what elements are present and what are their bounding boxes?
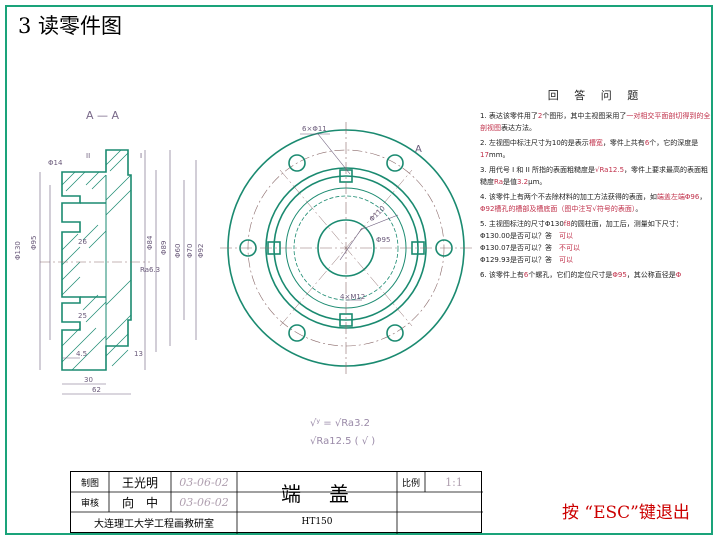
organization: 大连理工大学工程画教研室 xyxy=(94,518,214,530)
slide-frame xyxy=(5,5,713,535)
section-dim-text: Φ14 Φ130 Φ95 Φ84 Φ89 Φ60 Φ70 Φ92 26 25 4… xyxy=(14,152,205,394)
material: HT150 xyxy=(301,517,333,527)
q2-prefix: 2. 左视图中标注尺寸为10的是表示 xyxy=(480,139,589,147)
roughness-line2: √Ra12.5 ( √ ) xyxy=(310,436,375,447)
q4-answer-2: Φ92槽孔的槽部及槽底面（图中注写√符号的表面） xyxy=(480,205,636,213)
q2-suffix: mm。 xyxy=(488,151,510,159)
drawn-name: 王光明 xyxy=(121,475,158,490)
q3-answer-1: √Ra12.5 xyxy=(595,166,625,174)
dim-phi95: Φ95 xyxy=(30,236,38,250)
dim-62: 62 xyxy=(92,386,101,394)
q6-mid-2: ，其公称直径是 xyxy=(626,271,676,279)
roughness-line1: √ʸ = √Ra3.2 xyxy=(310,418,370,429)
q6-prefix: 6. 该零件上有 xyxy=(480,271,524,279)
q2-answer-3: 17 xyxy=(480,151,489,159)
dim-phi84: Φ84 xyxy=(146,235,154,250)
q3-prefix: 3. 用代号 I 和 II 所指的表面粗糙度是 xyxy=(480,166,595,174)
q3-answer-2: Ra xyxy=(494,178,503,186)
q5-prefix: 5. 主视图标注的尺寸Φ130 xyxy=(480,220,564,228)
slide-title: 3 读零件图 xyxy=(18,14,123,38)
label-I: I xyxy=(140,152,142,160)
checked-label: 审核 xyxy=(80,498,99,509)
roughness-ra63: Ra6.3 xyxy=(140,266,160,274)
q1-answer-2: 一对相交平面剖切得到的全剖视图 xyxy=(480,112,711,132)
question-3: 3. 用代号 I 和 II 所指的表面粗糙度是√Ra12.5，零件上要求最高的表… xyxy=(480,164,712,188)
scale-value: 1:1 xyxy=(445,475,463,489)
q6-mid: 个螺孔，它们的定位尺寸是 xyxy=(528,271,613,279)
dim-phi60: Φ60 xyxy=(174,244,182,258)
q5-row-1: Φ130.00是否可以？答 xyxy=(480,232,553,240)
dim-phi70: Φ70 xyxy=(186,244,194,258)
dim-26: 26 xyxy=(78,238,87,246)
dim-13: 13 xyxy=(134,350,143,358)
scale-label: 比例 xyxy=(401,478,420,489)
q2-answer-1: 槽宽 xyxy=(588,139,603,147)
label-a: A xyxy=(415,144,422,155)
checked-name: 向 中 xyxy=(121,495,158,510)
q2-answer-2: 6 xyxy=(644,139,650,147)
q4-suffix: 。 xyxy=(635,205,643,213)
q4-answer-1: 端盖左端Φ96 xyxy=(656,193,700,201)
dim-phi92: Φ92 xyxy=(197,244,205,258)
dim-phi89: Φ89 xyxy=(160,241,168,255)
q1-mid: 个图形，其中主视图采用了 xyxy=(542,112,627,120)
question-4: 4. 该零件上有两个不去除材料的加工方法获得的表面，如端盖左端Φ96， Φ92槽孔… xyxy=(480,191,712,215)
q5-row-3: Φ129.93是否可以？答 xyxy=(480,256,553,264)
q1-prefix: 1. 表达该零件用了 xyxy=(480,112,538,120)
dim-25: 25 xyxy=(78,312,87,320)
qa-title: 回 答 问 题 xyxy=(547,89,645,102)
esc-exit-hint[interactable]: 按 “ESC”键退出 xyxy=(562,503,690,523)
q2-mid-2: 个，它的深度是 xyxy=(649,139,699,147)
question-1: 1. 表达该零件用了2个图形，其中主视图采用了一对相交平面剖切得到的全剖视图表达… xyxy=(480,110,712,134)
q2-mid-1: ，零件上共有 xyxy=(602,139,645,147)
qa-panel: 回 答 问 题 1. 表达该零件用了2个图形，其中主视图采用了一对相交平面剖切得… xyxy=(480,90,712,284)
q5-answer-0: f8 xyxy=(563,220,571,228)
dim-4xM12: 4×M12 xyxy=(340,293,365,301)
section-dimensions xyxy=(39,150,197,395)
checked-date: 03-06-02 xyxy=(179,495,229,509)
q4-mid: ， xyxy=(699,193,707,201)
title-block: 制图 王光明 03-06-02 审核 向 中 03-06-02 端 盖 比例 1… xyxy=(70,471,483,534)
section-view: A — A xyxy=(40,109,150,371)
q6-answer-2: Φ95 xyxy=(612,271,627,279)
label-II: II xyxy=(86,152,90,160)
q5-row-3-answer: 可以 xyxy=(559,256,574,264)
q1-suffix: 表达方法。 xyxy=(501,124,536,132)
q3-mid: ，零件上要求最高的表面粗糙度 xyxy=(480,166,709,186)
section-label: A — A xyxy=(86,109,120,122)
q5-row-2: Φ130.07是否可以？答 xyxy=(480,244,553,252)
q3-suffix: μm。 xyxy=(528,178,547,186)
drawn-label: 制图 xyxy=(80,478,99,489)
drawn-date: 03-06-02 xyxy=(179,475,229,489)
dim-4-5: 4.5 xyxy=(76,350,87,358)
q5-row-1-answer: 可以 xyxy=(559,232,574,240)
q1-answer-1: 2 xyxy=(537,112,543,120)
question-5: 5. 主视图标注的尺寸Φ130f8的圆柱面，加工后，测量如下尺寸： Φ130.0… xyxy=(480,218,712,266)
q6-answer-3: Φ xyxy=(675,271,682,279)
front-dimensions xyxy=(300,133,399,301)
dim-30: 30 xyxy=(84,376,93,384)
q5-mid: 的圆柱面，加工后，测量如下尺寸： xyxy=(570,220,683,228)
roughness-note: √ʸ = √Ra3.2 √Ra12.5 ( √ ) xyxy=(310,418,375,447)
dim-phi95-front: Φ95 xyxy=(376,236,390,244)
dim-phi130: Φ130 xyxy=(14,241,22,260)
title-block-grid xyxy=(71,472,483,534)
q3-mid-2: 是值 xyxy=(503,178,517,186)
dim-6x-phi11: 6×Φ11 xyxy=(302,125,327,133)
q4-prefix: 4. 该零件上有两个不去除材料的加工方法获得的表面，如 xyxy=(480,193,657,201)
question-2: 2. 左视图中标注尺寸为10的是表示槽宽，零件上共有6个，它的深度是 17mm。 xyxy=(480,137,712,161)
question-6: 6. 该零件上有6个螺孔，它们的定位尺寸是Φ95，其公称直径是Φ xyxy=(480,269,712,281)
q3-answer-3: 3.2 xyxy=(517,178,529,186)
q5-row-2-answer: 不可以 xyxy=(559,244,581,252)
q6-answer-1: 6 xyxy=(523,271,529,279)
dim-phi14: Φ14 xyxy=(48,159,63,167)
part-name: 端 盖 xyxy=(281,481,353,506)
front-view xyxy=(220,122,472,374)
